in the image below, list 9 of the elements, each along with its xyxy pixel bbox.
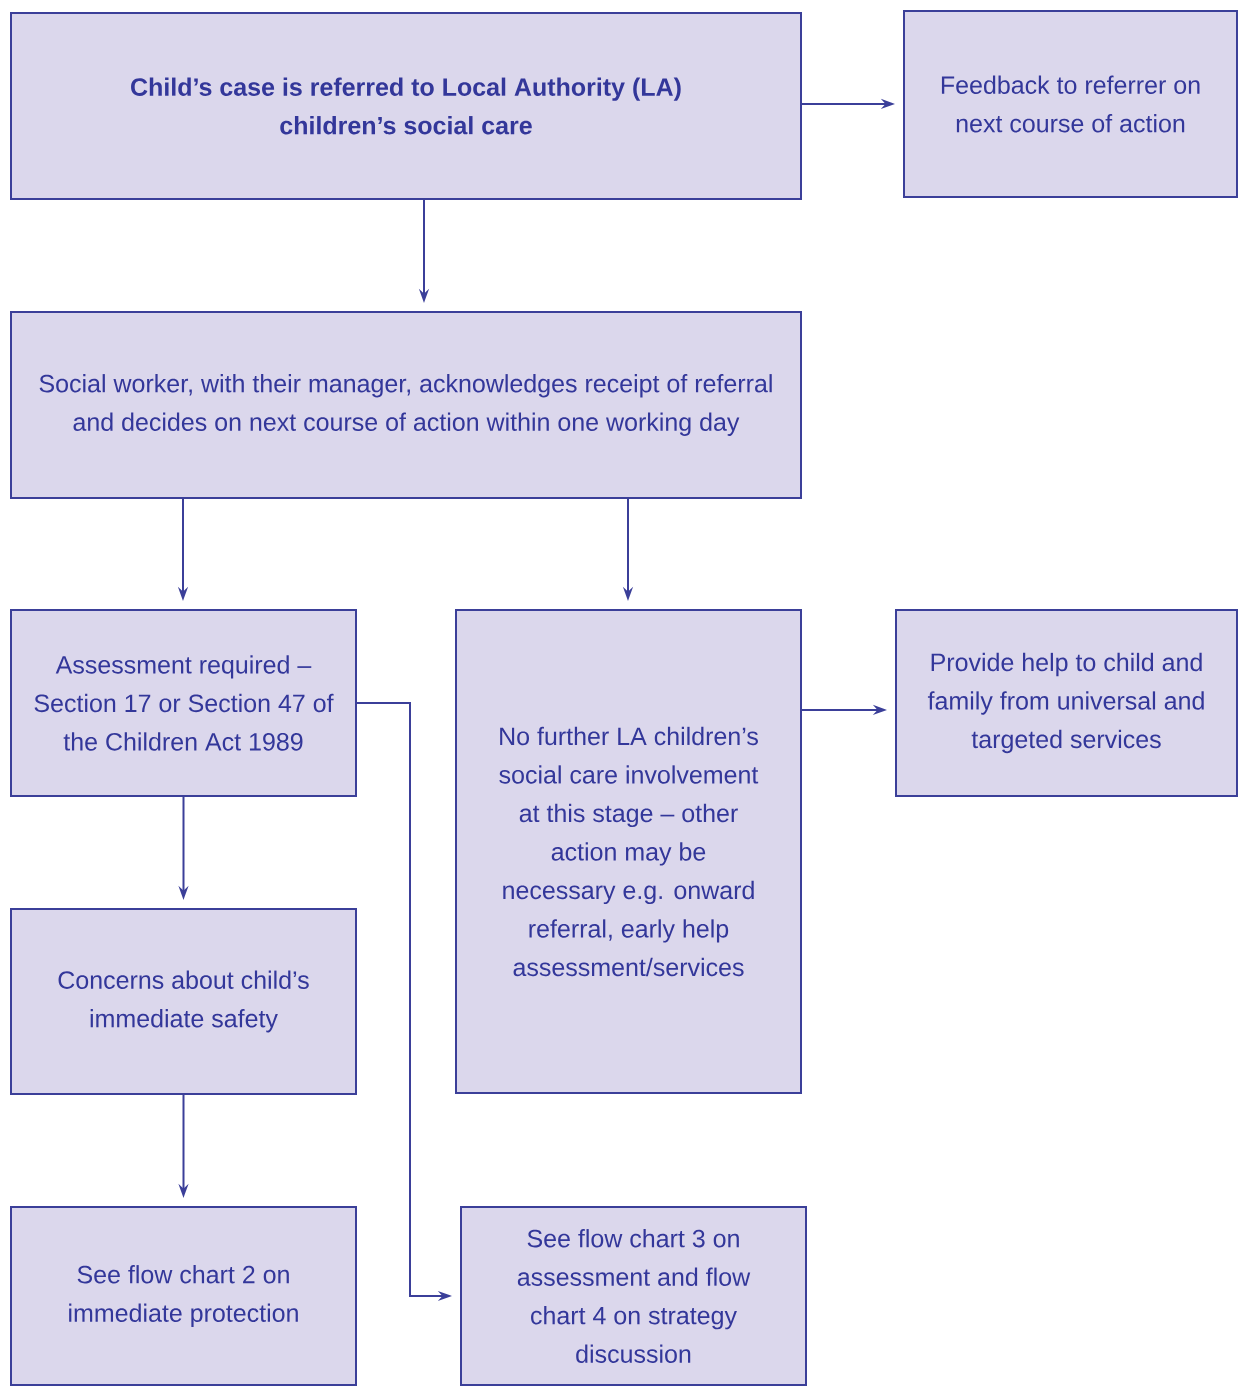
process-box: No further LA children’s social care involvement at this stage – other action may be necessary e.g. onward referral, early help assessment/services — [455, 609, 802, 1094]
process-box: Provide help to child and family from universal and targeted services — [895, 609, 1238, 797]
process-box: See flow chart 2 on immediate protection — [10, 1206, 357, 1386]
process-box: See flow chart 3 on assessment and flow chart 4 on strategy discussion — [460, 1206, 807, 1386]
process-box: Concerns about child’s immediate safety — [10, 908, 357, 1095]
process-box: Child’s case is referred to Local Authority (LA) children’s social care — [10, 12, 802, 200]
process-box: Feedback to referrer on next course of action — [903, 10, 1238, 198]
process-box: Social worker, with their manager, acknowledges receipt of referral and decides on next course of action within one working day — [10, 311, 802, 499]
process-box: Assessment required – Section 17 or Section 47 of the Children Act 1989 — [10, 609, 357, 797]
